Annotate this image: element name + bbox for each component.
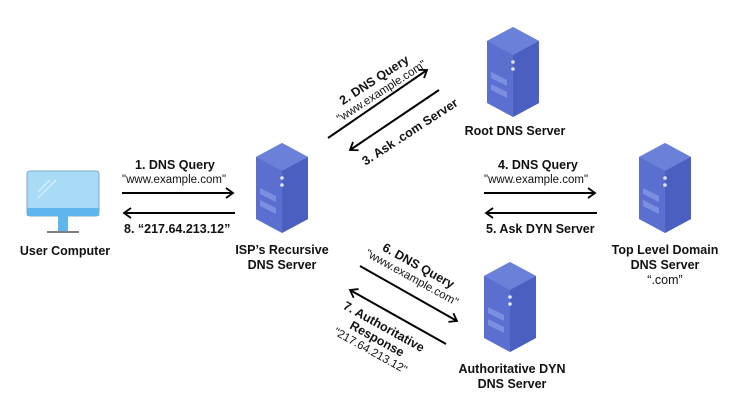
isp-label-line-2: DNS Server — [247, 258, 317, 272]
step-5-title: 5. Ask DYN Server — [486, 222, 595, 236]
arrow-step-7 — [348, 288, 447, 345]
isp-server-icon — [256, 143, 308, 233]
tld-label-line-3: “.com” — [647, 273, 683, 287]
arrow-step-3 — [348, 89, 440, 152]
step-8-title: 8. “217.64.213.12” — [124, 222, 231, 236]
arrow-step-2 — [327, 68, 429, 139]
tld-label-line-1: Top Level Domain — [611, 243, 719, 257]
auth-label-line-2: DNS Server — [477, 377, 547, 391]
auth-label-line-1: Authoritative DYN — [458, 362, 566, 376]
tld-label-line-2: DNS Server — [630, 258, 700, 272]
step-4-title: 4. DNS Query — [498, 158, 578, 172]
step-4-detail: "www.example.com" — [484, 174, 589, 186]
computer-icon — [26, 170, 100, 233]
isp-label-line-1: ISP’s Recursive — [235, 243, 329, 257]
authoritative-server-icon — [484, 262, 536, 352]
step-1-title: 1. DNS Query — [135, 158, 215, 172]
tld-server-label: Top Level Domain DNS Server “.com” — [605, 243, 725, 288]
root-server-label: Root DNS Server — [464, 124, 566, 138]
isp-server-label: ISP’s Recursive DNS Server — [222, 243, 342, 273]
arrow-step-6 — [359, 265, 459, 323]
user-computer-label: User Computer — [19, 244, 111, 258]
root-server-icon — [487, 27, 539, 117]
step-1-detail: "www.example.com" — [122, 174, 227, 186]
authoritative-server-label: Authoritative DYN DNS Server — [447, 362, 577, 392]
tld-server-icon — [639, 143, 691, 233]
